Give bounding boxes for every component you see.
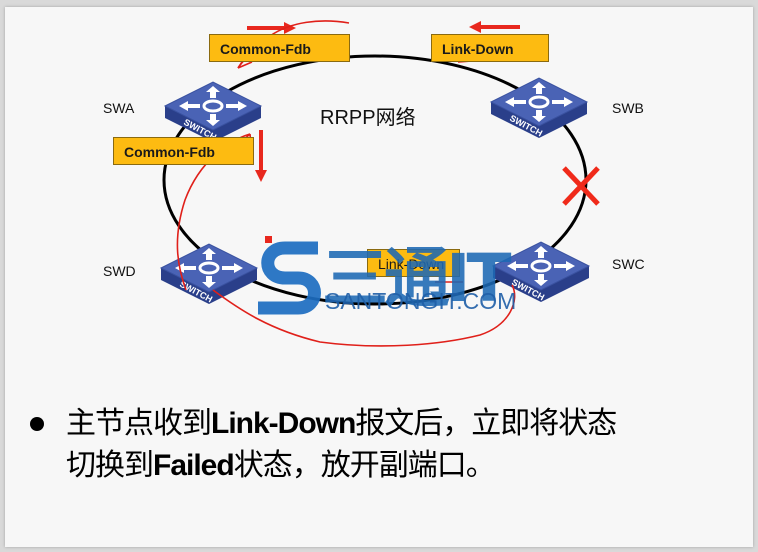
watermark-logo-icon <box>258 241 321 315</box>
bullet-line1-bold: Link-Down <box>211 407 356 440</box>
arrow-right-icon <box>247 22 296 34</box>
watermark-text-en: SANTONGIT.COM <box>325 288 517 314</box>
node-label-swd: SWD <box>103 263 136 279</box>
packet-common-fdb-left: Common-Fdb <box>113 137 254 165</box>
watermark-dot <box>265 236 272 243</box>
arrow-left-icon <box>469 21 520 33</box>
packet-link-down-bottom: Link-Down <box>367 249 460 277</box>
bullet-line2-post: 状态，放开副端口。 <box>233 448 496 483</box>
switch-swd-icon[interactable]: SWITCH <box>159 242 259 306</box>
packet-link-down-top: Link-Down <box>431 34 549 62</box>
node-label-swc: SWC <box>612 256 645 272</box>
network-title: RRPP网络 <box>320 107 416 129</box>
link-failure-x-icon <box>562 166 600 206</box>
arrow-down-icon <box>255 130 267 182</box>
node-label-swb: SWB <box>612 100 644 116</box>
bullet-point: 主节点收到Link-Down报文后，立即将状态 切换到Failed状态，放开副端… <box>30 403 740 487</box>
slide <box>5 7 753 547</box>
bullet-line1-post: 报文后，立即将状态 <box>355 406 617 441</box>
bullet-line-1: 主节点收到Link-Down报文后，立即将状态 <box>30 403 740 445</box>
bullet-line-2: 切换到Failed状态，放开副端口。 <box>30 445 740 487</box>
node-label-swa: SWA <box>103 100 135 116</box>
bullet-line2-pre: 切换到 <box>66 448 154 483</box>
bullet-dot-icon <box>30 417 44 431</box>
watermark-text-cn: 三通IT <box>322 240 512 317</box>
switch-swb-icon[interactable]: SWITCH <box>489 76 589 140</box>
packet-common-fdb-top: Common-Fdb <box>209 34 350 62</box>
annotation-curve-bottom <box>212 284 516 347</box>
bullet-line1-pre: 主节点收到 <box>66 406 212 441</box>
bullet-line2-bold: Failed <box>153 449 235 482</box>
